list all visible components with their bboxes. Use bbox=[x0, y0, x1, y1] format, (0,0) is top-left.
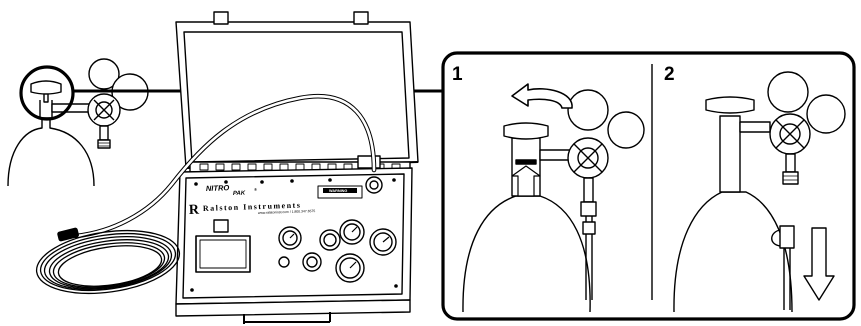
step-1-gauge-large bbox=[608, 112, 644, 148]
left-valve-handwheel bbox=[31, 81, 61, 94]
left-regulator-outlet bbox=[100, 126, 108, 140]
warning-label-text: WARNING bbox=[329, 189, 347, 193]
instruction-panel: 1 bbox=[443, 53, 854, 319]
step-1-number: 1 bbox=[452, 64, 463, 85]
lid-latch-right bbox=[354, 12, 368, 24]
digital-display bbox=[196, 236, 250, 272]
left-valve-outlet bbox=[52, 104, 92, 112]
step-2-number: 2 bbox=[664, 64, 675, 85]
valve-block bbox=[214, 220, 228, 232]
step-1-hose-fitting bbox=[583, 222, 595, 234]
step-1-handwheel bbox=[504, 123, 548, 139]
faceplate-knob bbox=[279, 257, 289, 267]
hose-coil bbox=[33, 222, 184, 301]
step-1-valve-outlet bbox=[540, 150, 572, 160]
brand-trademark: ® bbox=[254, 187, 257, 192]
step-1-outlet-fitting bbox=[581, 202, 596, 216]
faceplate-gauge-6 bbox=[303, 253, 321, 271]
case-connector bbox=[358, 156, 380, 168]
nitropak-case bbox=[176, 12, 418, 324]
left-cylinder bbox=[8, 118, 94, 186]
step-2-gauge-small bbox=[768, 72, 808, 112]
step-1-gauge-small bbox=[568, 90, 608, 130]
step-2-hose-fitting bbox=[780, 226, 794, 248]
faceplate-gauge-2 bbox=[320, 230, 340, 250]
brand-pak: PAK bbox=[233, 191, 246, 197]
step-2-valve-outlet bbox=[740, 122, 770, 132]
case-quick-connect bbox=[366, 177, 382, 193]
step-2-outlet-fitting bbox=[783, 172, 798, 184]
manufacturer-mark: R bbox=[189, 203, 201, 218]
left-outlet-fitting bbox=[98, 140, 110, 148]
lid-latch-left bbox=[214, 12, 228, 24]
left-cylinder-regulator bbox=[8, 59, 148, 186]
brand-nitro: NITRO bbox=[206, 183, 230, 193]
step-2-handwheel bbox=[706, 97, 754, 113]
step-2-valve-neck bbox=[720, 116, 740, 192]
step-2-gauge-large bbox=[807, 95, 845, 133]
case-lid bbox=[176, 22, 418, 168]
step-1-regulator-outlet bbox=[584, 178, 593, 202]
step-2-regulator-outlet bbox=[786, 154, 795, 172]
step-1-valve-band bbox=[516, 160, 536, 164]
